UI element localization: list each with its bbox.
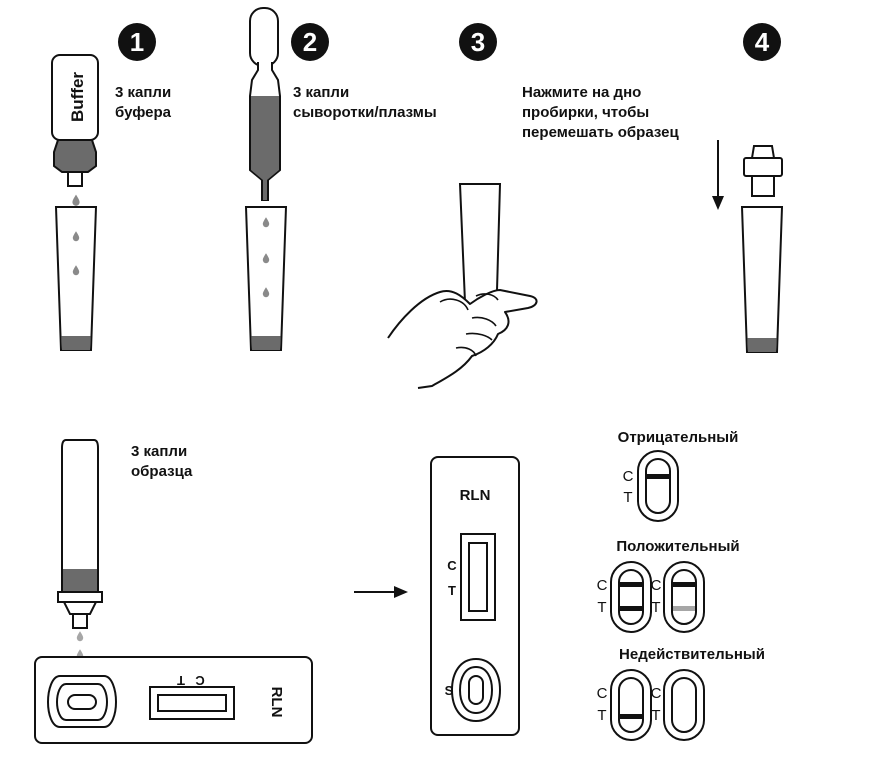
drop-icon <box>72 194 80 206</box>
drop-icon <box>76 631 84 642</box>
inverted-tube-icon <box>57 439 103 629</box>
result-invalid-strip-2 <box>663 669 705 741</box>
result-negative-label: Отрицательный <box>618 429 739 446</box>
negative-c-mark: C <box>623 468 634 485</box>
sample-step-text-line-1: 3 капли <box>131 443 187 460</box>
buffer-label: Buffer <box>68 72 87 122</box>
cassette-name: RLN <box>460 487 491 504</box>
result-positive-strip-2 <box>663 561 705 633</box>
result-invalid-label: Недействительный <box>619 646 765 663</box>
step-4-number: 4 <box>755 27 770 57</box>
test-line <box>620 714 642 719</box>
tube-icon <box>740 206 784 353</box>
step-1-badge: 1 <box>118 23 156 61</box>
result-negative-strip <box>637 450 679 522</box>
result-positive-strip-1 <box>610 561 652 633</box>
test-cassette-horizontal: C T RLN <box>34 656 313 744</box>
result-positive-label: Положительный <box>616 538 739 555</box>
step-3-number: 3 <box>471 27 485 57</box>
tube-icon <box>244 206 288 351</box>
negative-t-mark: T <box>623 489 632 506</box>
step-4-text-line-1: Нажмите на дно <box>522 84 641 101</box>
arrow-right-icon <box>354 586 408 598</box>
step-1-text-line-1: 3 капли <box>115 84 171 101</box>
test-cassette-vertical: RLN C T S <box>430 456 520 736</box>
arrow-down-icon <box>712 140 724 210</box>
test-line-faint <box>673 606 695 611</box>
cassette-name: RLN <box>268 687 285 718</box>
step-2-number: 2 <box>303 27 317 57</box>
cassette-test-mark: T <box>177 673 185 688</box>
cassette-test-mark: T <box>448 583 456 598</box>
step-4-text-line-3: перемешать образец <box>522 124 679 141</box>
control-line <box>673 582 695 587</box>
positive-t-mark-2: T <box>651 599 660 616</box>
step-4-badge: 4 <box>743 23 781 61</box>
invalid-t-mark-2: T <box>651 707 660 724</box>
pipette-icon <box>249 7 281 201</box>
invalid-c-mark-2: C <box>651 685 662 702</box>
sample-step-text-line-2: образца <box>131 463 193 480</box>
step-4-text-line-2: пробирки, чтобы <box>522 104 649 121</box>
tube-cap-icon <box>743 145 783 197</box>
control-line <box>647 474 669 479</box>
step-2-text-line-1: 3 капли <box>293 84 349 101</box>
positive-t-mark: T <box>597 599 606 616</box>
step-1-number: 1 <box>130 27 144 57</box>
step-2-badge: 2 <box>291 23 329 61</box>
positive-c-mark-2: C <box>651 577 662 594</box>
positive-c-mark: C <box>597 577 608 594</box>
cassette-control-mark: C <box>447 558 457 573</box>
hand-holding-tube-icon <box>387 183 538 389</box>
control-line <box>620 582 642 587</box>
step-2-text-line-2: сыворотки/плазмы <box>293 104 437 121</box>
result-invalid-strip-1 <box>610 669 652 741</box>
step-3-badge: 3 <box>459 23 497 61</box>
test-line <box>620 606 642 611</box>
buffer-bottle-icon: Buffer <box>51 54 99 187</box>
cassette-control-mark: C <box>195 673 205 688</box>
invalid-t-mark: T <box>597 707 606 724</box>
invalid-c-mark: C <box>597 685 608 702</box>
step-1-text-line-2: буфера <box>115 104 172 121</box>
tube-icon <box>54 206 98 351</box>
cassette-sample-mark: S <box>445 683 454 698</box>
